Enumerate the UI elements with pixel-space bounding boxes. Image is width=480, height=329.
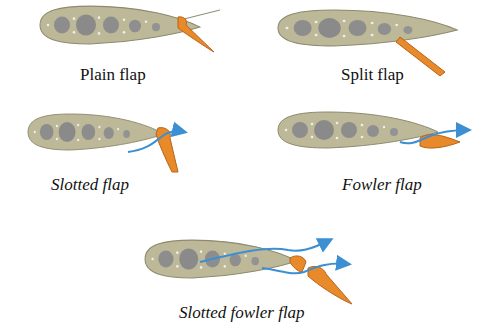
flap-label: Slotted fowler flap <box>177 304 307 323</box>
flap-label: Split flap <box>339 66 406 85</box>
flap-label: Slotted flap <box>49 176 131 195</box>
plain-flap-figure <box>40 6 220 52</box>
slotted-fowler-flap-figure <box>145 240 352 304</box>
slotted-flap-figure <box>28 114 184 172</box>
flap-label: Plain flap <box>78 66 148 85</box>
flap-label: Fowler flap <box>340 176 424 195</box>
fowler-flap-figure <box>278 112 468 148</box>
